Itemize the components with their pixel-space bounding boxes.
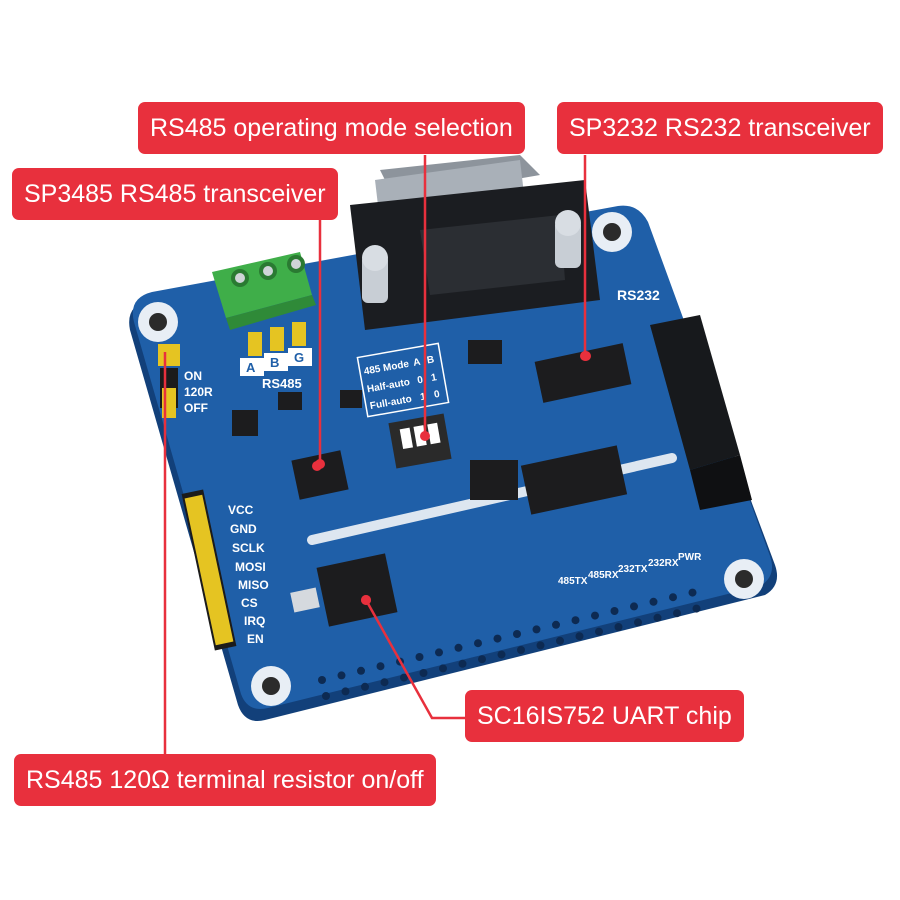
spi-label-mosi: MOSI — [235, 560, 266, 574]
spi-label-gnd: GND — [230, 522, 257, 536]
gpio-hole — [357, 666, 365, 675]
gpio-hole — [493, 634, 502, 643]
gpio-hole — [536, 641, 545, 650]
callout-rs485-transceiver: SP3485 RS485 transceiver — [12, 168, 338, 220]
gpio-hole — [614, 623, 623, 631]
leader-dots — [315, 351, 590, 605]
led-232tx: 232TX — [618, 564, 648, 575]
spi-pin-header — [181, 489, 237, 651]
jumper-label-on: ON — [184, 369, 202, 383]
gpio-hole — [380, 678, 389, 687]
gpio-hole — [571, 616, 580, 625]
jumper-label-off: OFF — [184, 401, 208, 415]
gpio-hole — [497, 650, 506, 659]
gpio-hole — [517, 646, 525, 654]
gpio-hole — [653, 613, 662, 622]
pin-label-a: A — [246, 360, 256, 375]
gpio-hole — [474, 639, 482, 648]
gpio-hole — [692, 604, 701, 613]
leader-lines — [163, 155, 587, 755]
mode-row-half-a: 0 — [416, 375, 424, 387]
gpio-hole — [318, 676, 326, 684]
gpio-hole — [419, 669, 428, 677]
led-485rx: 485RX — [588, 570, 619, 581]
gpio-hole — [322, 692, 330, 700]
spi-label-vcc: VCC — [228, 503, 254, 517]
gpio-hole — [649, 597, 658, 606]
gpio-hole — [575, 632, 584, 641]
spi-label-en: EN — [247, 632, 264, 646]
spi-pin-labels: VCC GND SCLK MOSI MISO CS IRQ EN — [228, 503, 269, 646]
gpio-hole — [669, 593, 677, 602]
led-pwr: PWR — [678, 552, 702, 563]
led-labels: 485TX 485RX 232TX 232RX PWR — [558, 552, 702, 587]
leader-sc16is752 — [364, 599, 465, 720]
callout-rs232-transceiver: SP3232 RS232 transceiver — [557, 102, 883, 154]
gpio-hole — [415, 653, 424, 661]
jumper-label-120r: 120R — [184, 385, 213, 399]
pin-label-b: B — [270, 355, 279, 370]
gpio-hole — [458, 659, 467, 668]
small-components — [232, 340, 518, 500]
gpio-hole — [532, 625, 541, 634]
gpio-hole — [634, 618, 642, 627]
led-232rx: 232RX — [648, 558, 679, 569]
db9-connector — [350, 155, 600, 330]
pin-label-g: G — [294, 350, 304, 365]
spi-label-miso: MISO — [238, 578, 269, 592]
mode-row-full-a: 1 — [419, 391, 427, 403]
mode-row-full-b: 0 — [433, 389, 441, 401]
gpio-hole — [556, 636, 564, 645]
mode-header-a: A — [412, 357, 421, 369]
gpio-hole — [454, 643, 463, 652]
line-driver-chip — [520, 445, 628, 515]
rs485-label: RS485 — [262, 376, 302, 391]
mode-row-half-b: 1 — [430, 372, 438, 384]
spi-label-irq: IRQ — [244, 614, 265, 628]
gpio-hole — [341, 687, 350, 696]
mounting-holes — [138, 212, 764, 706]
gpio-hole — [513, 630, 521, 638]
gpio-hole — [630, 602, 638, 611]
gpio-hole — [435, 648, 443, 657]
terminal-pin-labels: A B G RS485 — [240, 348, 312, 391]
gpio-hole — [552, 620, 560, 629]
gpio-hole — [591, 611, 599, 620]
gpio-hole — [400, 673, 408, 682]
gpio-hole — [361, 682, 369, 691]
terminal-pins — [248, 322, 306, 356]
side-connector-base — [690, 455, 752, 510]
rs232-label: RS232 — [617, 287, 660, 303]
callout-terminal-resistor: RS485 120Ω terminal resistor on/off — [14, 754, 436, 806]
gpio-hole — [337, 671, 346, 680]
spi-label-sclk: SCLK — [232, 541, 265, 555]
gpio-hole — [673, 609, 681, 618]
side-connector — [650, 315, 740, 470]
gpio-hole — [688, 588, 697, 597]
gpio-header-holes — [318, 588, 701, 700]
gpio-hole — [376, 662, 385, 671]
gpio-hole — [610, 607, 619, 615]
led-485tx: 485TX — [558, 576, 588, 587]
gpio-hole — [439, 664, 447, 673]
callout-uart-chip: SC16IS752 UART chip — [465, 690, 744, 742]
spi-label-cs: CS — [241, 596, 258, 610]
gpio-hole — [478, 655, 486, 664]
dip-switch — [388, 413, 452, 469]
callout-mode-selection: RS485 operating mode selection — [138, 102, 525, 154]
mode-header-b: B — [426, 354, 435, 366]
terminal-block — [212, 252, 316, 330]
gpio-hole — [595, 627, 603, 636]
